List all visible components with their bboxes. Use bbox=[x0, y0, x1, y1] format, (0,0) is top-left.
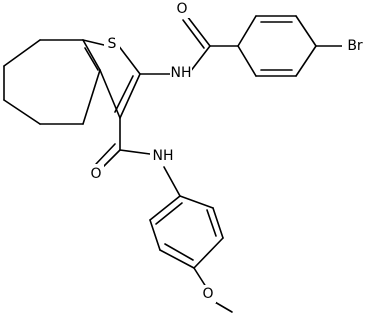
o-top-label: O bbox=[176, 1, 187, 17]
bond bbox=[3, 99, 41, 125]
bond bbox=[114, 75, 134, 113]
bond bbox=[212, 207, 224, 239]
o-bottom-atom: O bbox=[88, 164, 104, 184]
o-bottom-label: O bbox=[90, 166, 101, 182]
bond bbox=[182, 19, 205, 49]
bond bbox=[82, 69, 101, 125]
nh-top-atom: NH bbox=[170, 63, 192, 83]
bond bbox=[163, 166, 181, 197]
bond bbox=[189, 45, 211, 73]
bond bbox=[237, 45, 257, 77]
sulfur-atom: S bbox=[104, 34, 120, 54]
bond bbox=[95, 143, 116, 165]
bond bbox=[155, 202, 183, 225]
bond bbox=[3, 39, 41, 67]
bond bbox=[206, 209, 217, 237]
bond bbox=[117, 44, 141, 75]
bond bbox=[149, 195, 181, 221]
bond bbox=[149, 219, 161, 251]
sulfur-label: S bbox=[108, 36, 117, 52]
bond bbox=[295, 45, 317, 77]
nh-bottom-atom: NH bbox=[150, 146, 176, 166]
bond bbox=[82, 39, 105, 46]
o-top-atom: O bbox=[174, 0, 190, 18]
bond bbox=[295, 15, 317, 47]
bond bbox=[119, 73, 141, 119]
bond bbox=[99, 69, 121, 119]
atom-labels: S NH O Br O NH O bbox=[88, 0, 368, 303]
bonds bbox=[3, 15, 343, 313]
bond bbox=[186, 15, 211, 47]
bond bbox=[179, 195, 214, 209]
bond bbox=[84, 47, 99, 71]
methoxy-o-label: O bbox=[202, 286, 213, 302]
bond bbox=[164, 243, 194, 261]
bond bbox=[119, 149, 151, 155]
bromine-atom: Br bbox=[342, 36, 368, 56]
nh-top-label: NH bbox=[171, 65, 192, 81]
bond bbox=[237, 15, 257, 47]
bond bbox=[82, 39, 101, 71]
bromine-label: Br bbox=[347, 38, 363, 54]
methoxy-o-atom: O bbox=[200, 285, 216, 303]
bond bbox=[193, 237, 224, 269]
bond bbox=[159, 249, 195, 269]
nh-bottom-label: NH bbox=[153, 148, 174, 164]
